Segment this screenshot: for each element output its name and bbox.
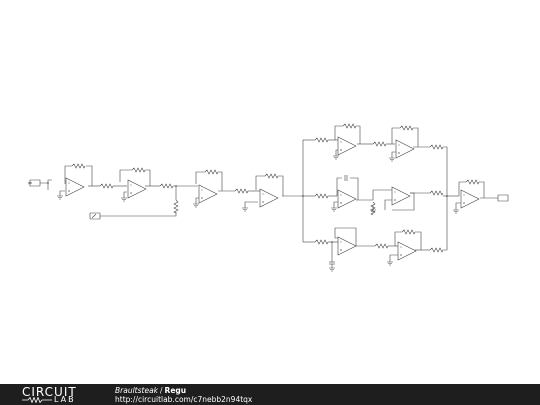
schematic-canvas[interactable] [0, 0, 540, 384]
ports [27, 179, 509, 220]
footer-bar: CIRCUIT LAB Braultsteak/Regu http://circ… [0, 384, 540, 405]
circuit-meta: Braultsteak/Regu http://circuitlab.com/c… [115, 386, 252, 404]
circuitlab-logo[interactable]: CIRCUIT LAB [22, 386, 96, 404]
logo-text-top: CIRCUIT [22, 385, 77, 399]
wires [40, 125, 498, 262]
circuit-url[interactable]: http://circuitlab.com/c7nebb2n94tqx [115, 395, 253, 404]
meta-separator: / [160, 386, 163, 395]
junction-dots [47, 182, 448, 243]
logo-text-bottom: LAB [54, 395, 76, 404]
circuit-title[interactable]: Regu [164, 386, 187, 395]
author-link[interactable]: Braultsteak [115, 386, 159, 395]
op-amps [65, 136, 480, 261]
capacitors [329, 175, 348, 268]
resistor-squiggle-icon [22, 397, 52, 403]
circuit-schematic [27, 123, 509, 272]
